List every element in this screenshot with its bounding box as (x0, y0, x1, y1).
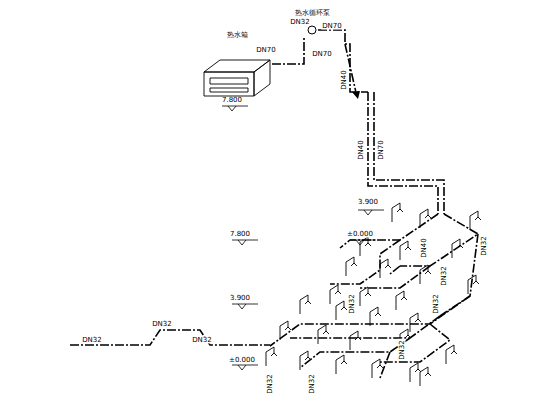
pipe-size: DN32 (309, 373, 316, 395)
elevation-label: ±0.000 (228, 357, 256, 364)
flow-arrow (352, 91, 360, 99)
circulation-pump: 热水循环泵 (290, 10, 334, 38)
pipe-size: DN32 (289, 19, 311, 26)
tank-outline (198, 32, 276, 104)
pipe-size: DN70 (378, 139, 385, 161)
elevation-label: 3.900 (229, 295, 251, 302)
elevation-label: 7.800 (221, 97, 243, 104)
pipe-size: DN32 (349, 293, 356, 315)
elevation-marks (222, 106, 384, 370)
pipe-size: DN70 (311, 51, 333, 58)
pipe-size: DN40 (341, 69, 348, 91)
pipe-size: DN32 (151, 321, 173, 328)
pipe-size: DN70 (255, 47, 277, 54)
fixture-symbols (266, 203, 481, 386)
pipe-size: DN32 (191, 337, 213, 344)
pipe-size: DN32 (481, 235, 488, 257)
pipe-size: DN32 (433, 293, 440, 315)
node-label: 热水箱 (198, 32, 276, 39)
pipe-size: DN40 (421, 237, 428, 259)
pipe-size: DN70 (321, 23, 343, 30)
hot-water-tank: 热水箱 (198, 32, 276, 104)
node-label: 热水循环泵 (290, 10, 334, 17)
pipe-size: DN40 (358, 139, 365, 161)
elevation-label: 3.900 (357, 199, 379, 206)
pipe-connector (272, 36, 304, 64)
pipe-size: DN32 (81, 337, 103, 344)
hot-water-pipe (70, 30, 478, 378)
elevation-label: ±0.000 (346, 231, 374, 238)
elevation-label: 7.800 (229, 231, 251, 238)
pipe-size: DN32 (399, 339, 406, 361)
pipe-size: DN32 (267, 373, 274, 395)
pipe-size: DN32 (441, 265, 448, 287)
